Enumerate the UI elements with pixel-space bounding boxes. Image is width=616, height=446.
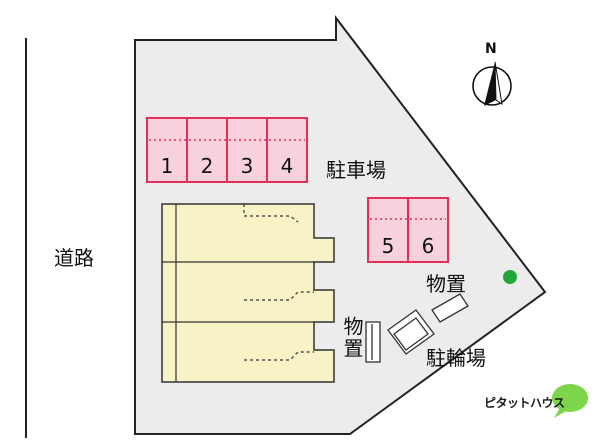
north-arrow-icon: [472, 61, 512, 106]
brand-text: ピタットハウス: [484, 396, 565, 410]
parking-space-4: [266, 117, 308, 183]
parking-number-1: 1: [160, 154, 174, 178]
north-label: N: [485, 41, 497, 57]
brand-logo: ピタットハウス: [484, 384, 594, 424]
parking-space-1: [146, 117, 188, 183]
road-label: 道路: [54, 246, 94, 270]
parking-space-3: [226, 117, 268, 183]
parking-number-2: 2: [200, 154, 214, 178]
building: [161, 203, 335, 383]
parking-number-5: 5: [381, 234, 395, 258]
building-outline: [161, 203, 335, 383]
parking-area-side: [367, 197, 449, 263]
parking-number-6: 6: [421, 234, 435, 258]
tree-icon: [503, 270, 517, 284]
storage-shed-left: [365, 321, 381, 363]
brand-logo-icon: [552, 384, 588, 418]
storage-label-right: 物置: [426, 272, 466, 296]
parking-number-4: 4: [280, 154, 294, 178]
storage-label-left: 物置: [340, 316, 364, 360]
bicycle-parking-structure: [387, 309, 435, 355]
parking-space-6: [407, 197, 449, 263]
bicycle-parking-label: 駐輪場: [426, 346, 486, 370]
parking-area-main: [146, 117, 308, 183]
parking-label: 駐車場: [326, 158, 386, 182]
storage-shed-right: [431, 293, 469, 323]
parking-number-3: 3: [240, 154, 254, 178]
